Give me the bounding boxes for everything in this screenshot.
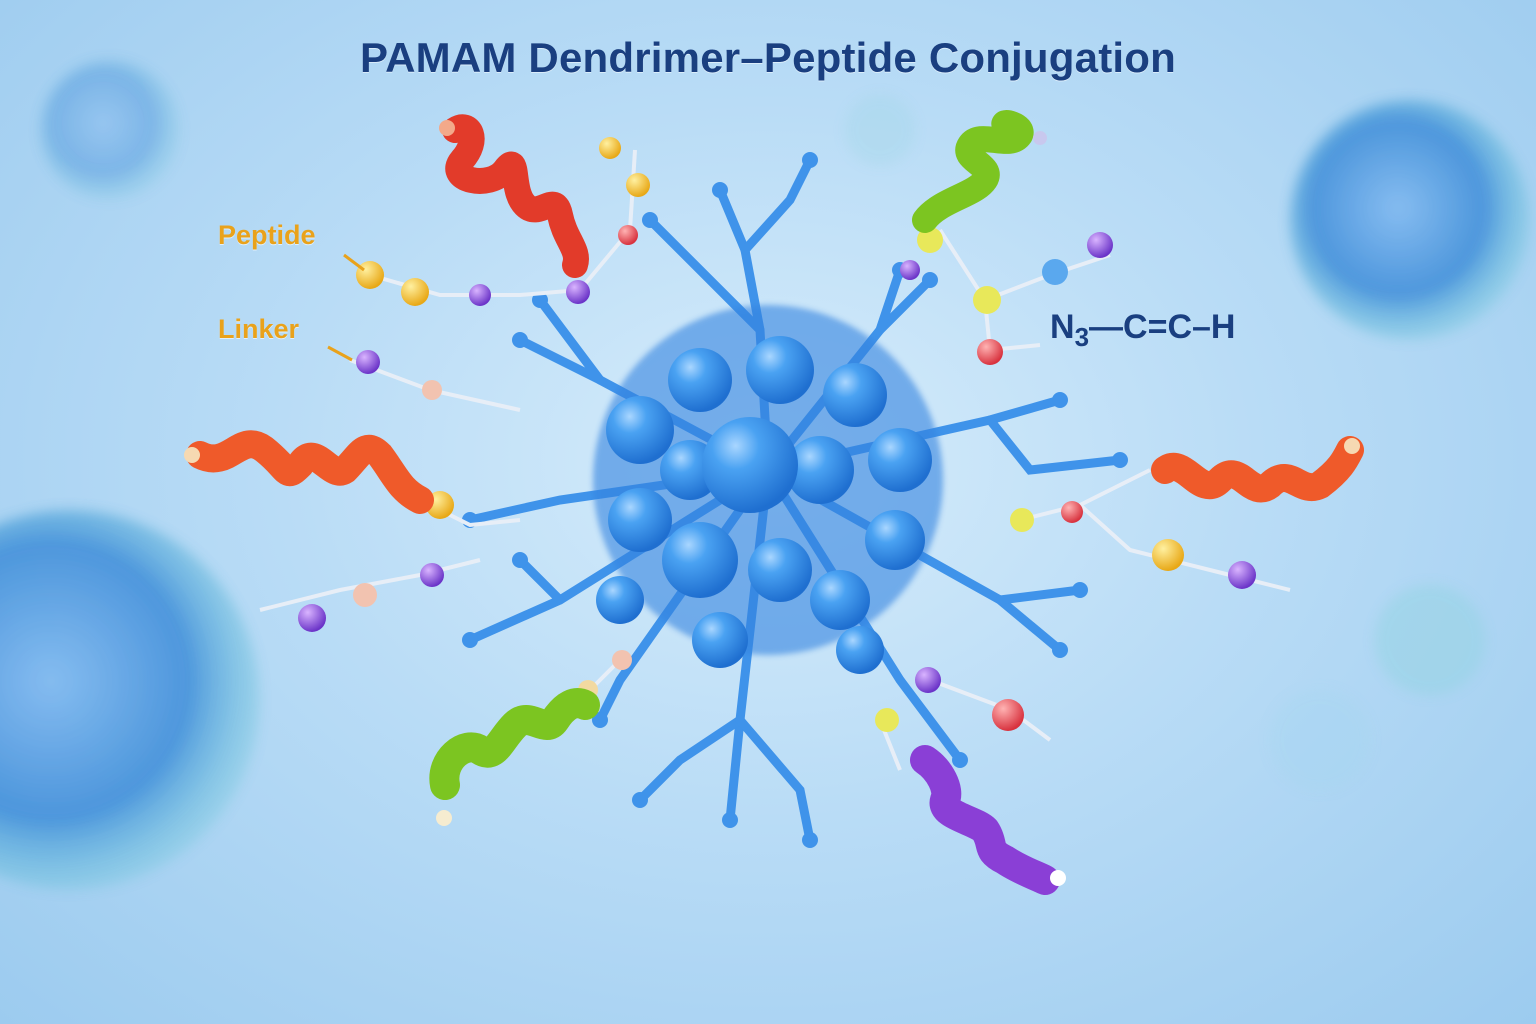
peptide-helix-top-left: [439, 114, 589, 278]
peptide-helix-top-right: [912, 110, 1047, 233]
peptide-helix-left: [184, 430, 434, 514]
peptide-leader-line: [343, 253, 365, 272]
formula-subscript: 3: [1074, 322, 1090, 352]
page-title: PAMAM Dendrimer–Peptide Conjugation: [360, 34, 1176, 81]
peptide-helix-bottom-right: [910, 745, 1066, 895]
linker-label: Linker: [218, 314, 300, 344]
peptide-helix-right: [1151, 436, 1364, 503]
linker-beads: [298, 137, 1256, 732]
formula-n: N: [1050, 308, 1075, 346]
formula-rest: —C=C–H: [1089, 308, 1236, 346]
alkyne-azide-formula: N3—C=C–H: [1050, 308, 1235, 353]
dendrimer-branch-tips: [462, 152, 1128, 848]
background-virus-particles: [0, 60, 1530, 890]
peptide-helix-bottom-left: [429, 688, 600, 826]
linker-leader-line: [327, 345, 353, 362]
dendrimer-core: [593, 305, 943, 674]
peptide-label: Peptide: [218, 220, 316, 250]
